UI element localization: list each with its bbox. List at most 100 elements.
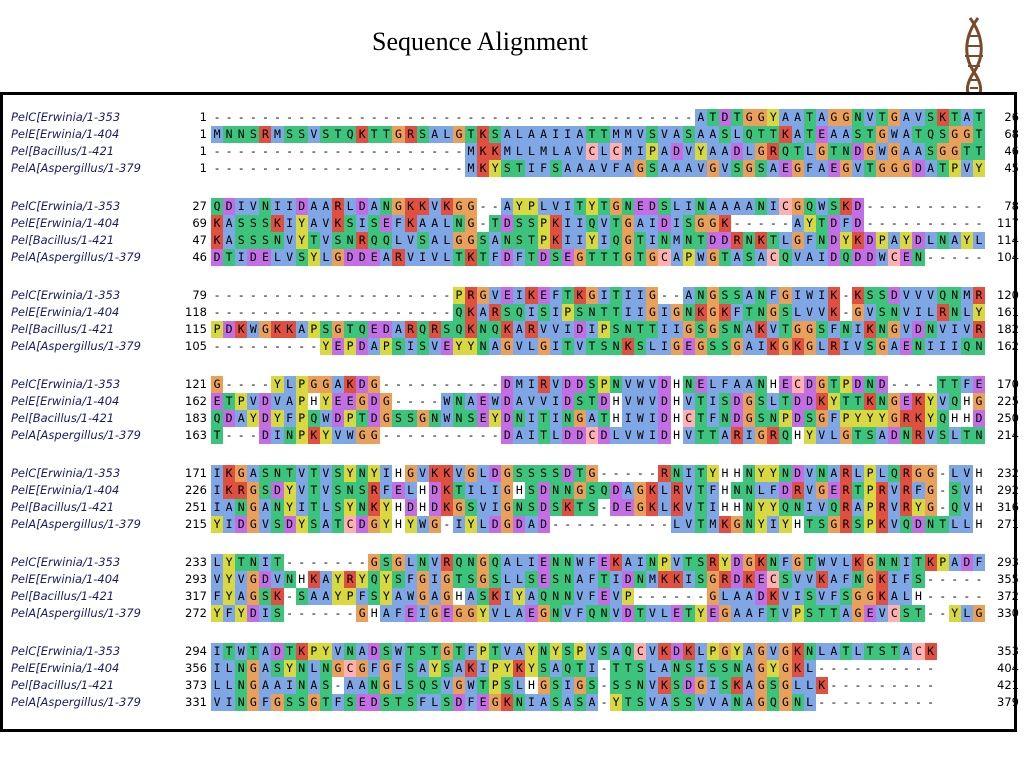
end-position: 353 [997, 644, 1019, 658]
sequence-name: PelE[Erwinia/1-404 [11, 305, 120, 319]
sequence-name: PelC[Erwinia/1-353 [11, 199, 121, 213]
start-position: 1 [199, 161, 207, 175]
start-position: 27 [192, 199, 207, 213]
start-position: 1 [199, 110, 207, 124]
start-position: 251 [185, 500, 207, 514]
sequence-name: PelE[Erwinia/1-404 [11, 394, 120, 408]
dna-helix-icon [965, 17, 983, 98]
sequence-name: PelE[Erwinia/1-404 [11, 127, 120, 141]
start-position: 163 [185, 428, 207, 442]
sequence-name: Pel[Bacillus/1-421 [11, 322, 115, 336]
end-position: 120 [997, 288, 1019, 302]
sequence-name: PelA[Aspergillus/1-379 [11, 250, 141, 264]
end-position: 250 [997, 411, 1019, 425]
sequence-name: PelC[Erwinia/1-353 [11, 377, 121, 391]
end-position: 78 [1004, 199, 1019, 213]
alignment-panel: PelC[Erwinia/1-353 1 ---------------------… [0, 92, 1019, 732]
start-position: 46 [192, 250, 207, 264]
end-position: 26 [1004, 110, 1019, 124]
start-position: 47 [192, 233, 207, 247]
start-position: 215 [185, 517, 207, 531]
start-position: 294 [185, 644, 207, 658]
sequence-name: PelC[Erwinia/1-353 [11, 555, 121, 569]
end-position: 161 [997, 305, 1019, 319]
start-position: 226 [185, 483, 207, 497]
end-position: 170 [997, 377, 1019, 391]
sequence-name: Pel[Bacillus/1-421 [11, 589, 115, 603]
start-position: 69 [192, 216, 207, 230]
start-position: 1 [199, 144, 207, 158]
start-position: 118 [185, 305, 207, 319]
end-position: 162 [997, 339, 1019, 353]
end-position: 214 [997, 428, 1019, 442]
sequence-name: PelA[Aspergillus/1-379 [11, 161, 141, 175]
start-position: 171 [185, 466, 207, 480]
start-position: 331 [185, 695, 207, 709]
sequence-name: PelA[Aspergillus/1-379 [11, 695, 141, 709]
end-position: 68 [1004, 127, 1019, 141]
sequence-name: Pel[Bacillus/1-421 [11, 144, 115, 158]
start-position: 233 [185, 555, 207, 569]
sequence-name: PelA[Aspergillus/1-379 [11, 428, 141, 442]
end-position: 45 [1004, 161, 1019, 175]
end-position: 225 [997, 394, 1019, 408]
end-position: 271 [997, 517, 1019, 531]
start-position: 121 [185, 377, 207, 391]
sequence-name: PelC[Erwinia/1-353 [11, 110, 121, 124]
start-position: 373 [185, 678, 207, 692]
start-position: 183 [185, 411, 207, 425]
start-position: 1 [199, 127, 207, 141]
sequence-name: PelE[Erwinia/1-404 [11, 572, 120, 586]
start-position: 162 [185, 394, 207, 408]
end-position: 104 [997, 250, 1019, 264]
start-position: 115 [185, 322, 207, 336]
end-position: 355 [997, 572, 1019, 586]
start-position: 317 [185, 589, 207, 603]
start-position: 79 [192, 288, 207, 302]
sequence-name: PelA[Aspergillus/1-379 [11, 606, 141, 620]
end-position: 372 [997, 589, 1019, 603]
end-position: 421 [997, 678, 1019, 692]
end-position: 292 [997, 483, 1019, 497]
sequence-name: PelA[Aspergillus/1-379 [11, 517, 141, 531]
end-position: 232 [997, 466, 1019, 480]
sequence-name: PelC[Erwinia/1-353 [11, 288, 121, 302]
slide-title: Sequence Alignment [372, 27, 588, 56]
sequence-name: Pel[Bacillus/1-421 [11, 411, 115, 425]
end-position: 46 [1004, 144, 1019, 158]
end-position: 379 [997, 695, 1019, 709]
start-position: 293 [185, 572, 207, 586]
sequence-name: PelE[Erwinia/1-404 [11, 216, 120, 230]
end-position: 404 [997, 661, 1019, 675]
sequence-name: PelE[Erwinia/1-404 [11, 661, 120, 675]
end-position: 114 [997, 233, 1019, 247]
end-position: 117 [997, 216, 1019, 230]
start-position: 272 [185, 606, 207, 620]
sequence-name: Pel[Bacillus/1-421 [11, 678, 115, 692]
end-position: 293 [997, 555, 1019, 569]
sequence-name: Pel[Bacillus/1-421 [11, 233, 115, 247]
start-position: 356 [185, 661, 207, 675]
